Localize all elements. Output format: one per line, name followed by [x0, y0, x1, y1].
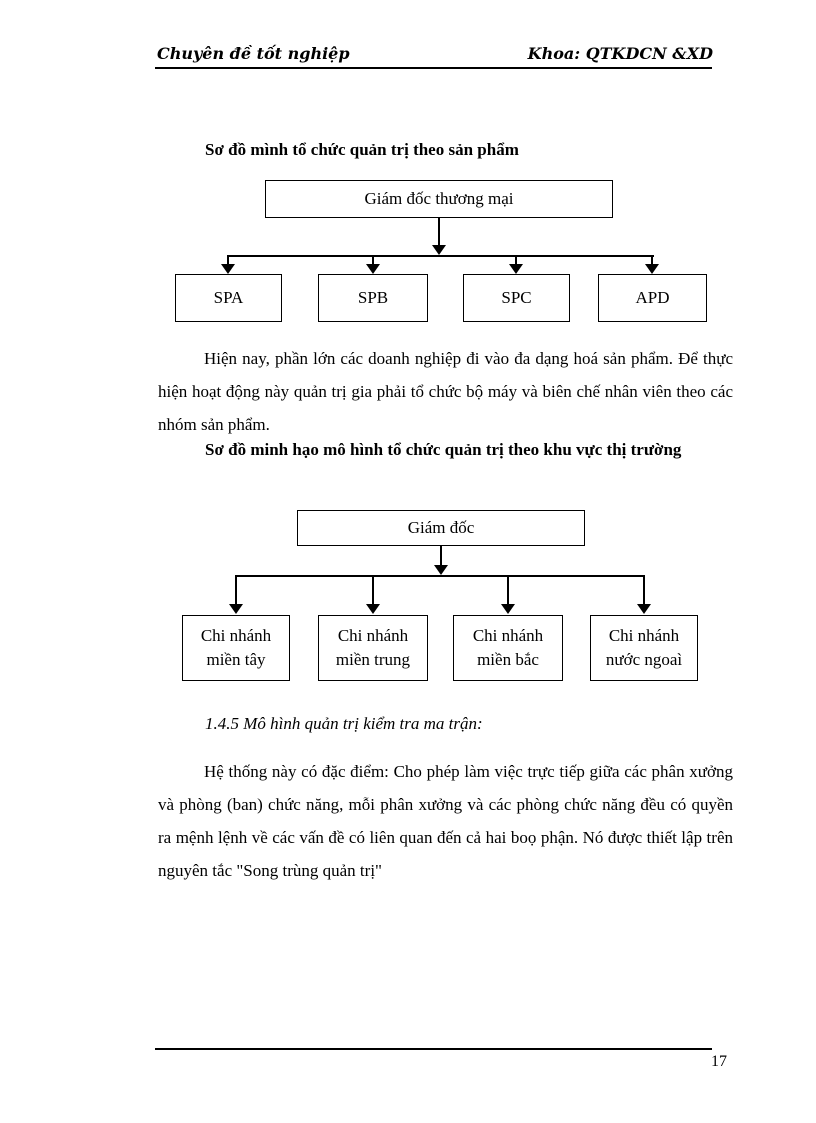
chart2-branch2-arrowhead-icon — [366, 604, 380, 614]
chart2-branch3-arrowhead-icon — [501, 604, 515, 614]
chart1-root-connector — [438, 218, 440, 247]
chart2-child-node-2: Chi nhánh miền trung — [318, 615, 428, 681]
chart1-root-node: Giám đốc thương mại — [265, 180, 613, 218]
chart1-branch2-connector — [372, 256, 374, 264]
chart2-branch4-connector — [643, 576, 645, 604]
chart2-branch4-arrowhead-icon — [637, 604, 651, 614]
footer-rule — [155, 1048, 712, 1050]
chart2-horizontal-connector — [235, 575, 645, 577]
chart2-branch1-arrowhead-icon — [229, 604, 243, 614]
chart2-root-connector — [440, 546, 442, 567]
header-right-text: Khoa: QTKDCN &XD — [527, 44, 713, 63]
org-chart-product: Giám đốc thương mại SPA SPB SPC APD — [0, 180, 816, 325]
header-rule — [155, 67, 712, 69]
section1-paragraph: Hiện nay, phần lớn các doanh nghiệp đi v… — [158, 349, 733, 434]
chart1-child-node-1: SPA — [175, 274, 282, 322]
chart1-horizontal-connector — [227, 255, 654, 257]
chart2-root-arrowhead-icon — [434, 565, 448, 575]
section3-paragraph: Hệ thống này có đặc điểm: Cho phép làm v… — [158, 762, 733, 880]
chart1-root-arrowhead-icon — [432, 245, 446, 255]
chart2-branch1-connector — [235, 576, 237, 604]
chart1-branch3-arrowhead-icon — [509, 264, 523, 274]
chart2-child-node-4: Chi nhánh nước ngoaì — [590, 615, 698, 681]
chart2-root-node: Giám đốc — [297, 510, 585, 546]
chart1-child-node-3: SPC — [463, 274, 570, 322]
chart1-branch1-arrowhead-icon — [221, 264, 235, 274]
section1-heading: Sơ đồ mình tổ chức quản trị theo sản phẩ… — [205, 140, 519, 159]
chart2-branch2-connector — [372, 576, 374, 604]
section3-heading: 1.4.5 Mô hình quản trị kiểm tra ma trận: — [205, 714, 483, 733]
chart2-branch3-connector — [507, 576, 509, 604]
chart1-branch1-connector — [227, 256, 229, 264]
chart1-branch4-connector — [651, 256, 653, 264]
chart1-branch2-arrowhead-icon — [366, 264, 380, 274]
header-left-text: Chuyên đề tốt nghiệp — [157, 44, 350, 63]
section2-heading: Sơ đồ minh hạo mô hình tổ chức quản trị … — [205, 440, 682, 459]
chart1-branch3-connector — [515, 256, 517, 264]
page-header: Chuyên đề tốt nghiệp Khoa: QTKDCN &XD — [157, 44, 713, 63]
page-number: 17 — [711, 1053, 727, 1070]
chart1-child-node-4: APD — [598, 274, 707, 322]
chart2-child-node-3: Chi nhánh miền bắc — [453, 615, 563, 681]
chart1-child-node-2: SPB — [318, 274, 428, 322]
chart2-child-node-1: Chi nhánh miền tây — [182, 615, 290, 681]
org-chart-region: Giám đốc Chi nhánh miền tây Chi nhánh mi… — [0, 510, 816, 692]
chart1-branch4-arrowhead-icon — [645, 264, 659, 274]
